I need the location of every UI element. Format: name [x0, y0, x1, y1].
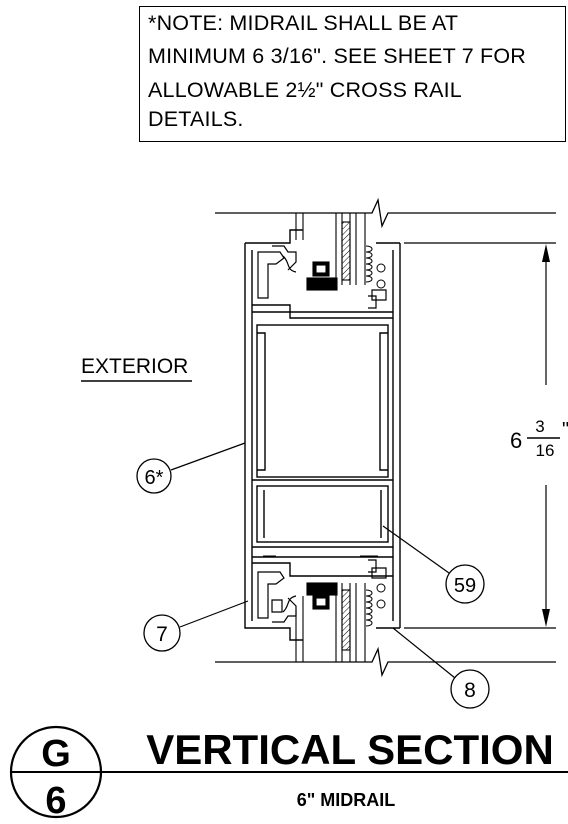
dimension-line	[404, 242, 556, 629]
dimension-numerator: 3	[535, 417, 544, 436]
upper-glazing	[295, 213, 366, 291]
note-line-3: ALLOWABLE 2½" CROSS RAIL	[148, 78, 462, 102]
callout-7-label: 7	[156, 623, 168, 646]
callout-59: 59	[382, 525, 485, 604]
top-break-line	[215, 197, 556, 229]
callout-6-label: 6*	[145, 467, 164, 489]
note-line-1: *NOTE: MIDRAIL SHALL BE AT	[148, 11, 459, 35]
lower-glazing	[295, 582, 366, 662]
callout-8: 8	[392, 627, 490, 709]
note-box: *NOTE: MIDRAIL SHALL BE AT MINIMUM 6 3/1…	[139, 6, 566, 142]
bottom-break-line	[215, 646, 556, 678]
dimension-arrow-top	[542, 244, 550, 262]
callout-8-label: 8	[464, 679, 476, 702]
gaskets-right	[263, 245, 386, 627]
drawing-subtitle: 6" MIDRAIL	[297, 790, 396, 810]
dimension-arrow-bottom	[542, 609, 550, 627]
dimension-denominator: 16	[536, 441, 555, 460]
glazing-stops	[257, 245, 387, 623]
detail-marker-top: G	[41, 733, 71, 775]
dimension-whole: 6	[510, 428, 522, 453]
exterior-label: EXTERIOR	[81, 355, 188, 378]
drawing-title: VERTICAL SECTION	[146, 726, 554, 773]
detail-marker: G 6	[9, 725, 568, 822]
callout-7: 7	[143, 600, 249, 652]
note-line-2: MINIMUM 6 3/16". SEE SHEET 7 FOR	[148, 44, 527, 68]
note-line-4: DETAILS.	[148, 107, 244, 131]
dimension-unit-mark: "	[562, 419, 568, 441]
callout-6: 6*	[136, 442, 246, 494]
midrail-frame	[244, 229, 401, 641]
callout-59-label: 59	[454, 575, 476, 597]
detail-marker-bottom: 6	[45, 780, 66, 822]
